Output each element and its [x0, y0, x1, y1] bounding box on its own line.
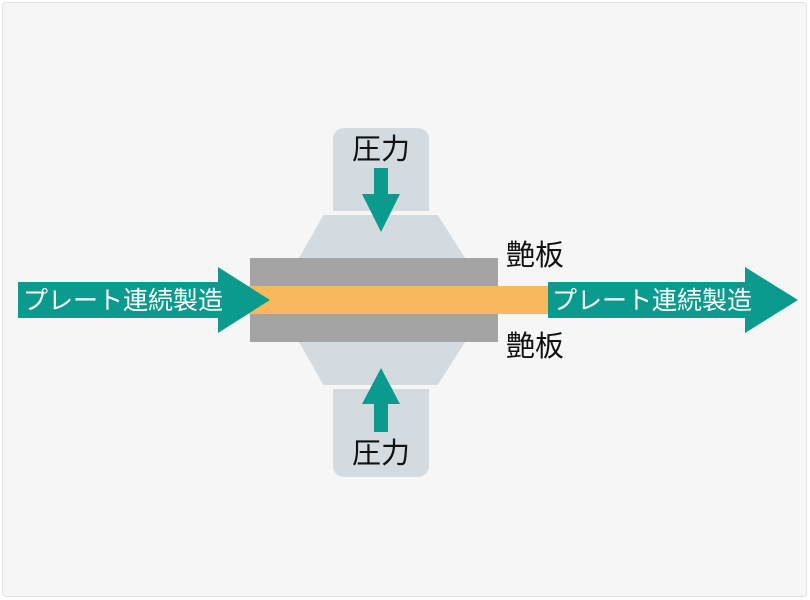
top-pressure-label: 圧力 — [352, 132, 410, 166]
upper-plate-label: 艶板 — [506, 238, 564, 272]
input-arrow-label: プレート連続製造 — [23, 286, 223, 315]
top-press: 圧力 — [299, 128, 465, 258]
bottom-pressure-label: 圧力 — [352, 436, 410, 470]
top-pressure-arrow — [362, 168, 400, 232]
bottom-press-column — [333, 389, 429, 477]
lower-plate-label: 艶板 — [506, 329, 564, 363]
bottom-press: 圧力 — [299, 342, 465, 477]
top-press-trapezoid — [299, 214, 465, 258]
input-arrow: プレート連続製造 — [18, 267, 270, 333]
lower-plate — [250, 314, 498, 342]
upper-plate — [250, 258, 498, 286]
bottom-press-trapezoid — [299, 342, 465, 386]
output-arrow: プレート連続製造 — [548, 267, 798, 333]
output-arrow-shape — [548, 267, 798, 333]
input-arrow-shape — [18, 267, 270, 333]
output-arrow-label: プレート連続製造 — [552, 286, 752, 315]
bottom-pressure-arrow — [362, 368, 400, 432]
product-sheet — [236, 286, 552, 314]
